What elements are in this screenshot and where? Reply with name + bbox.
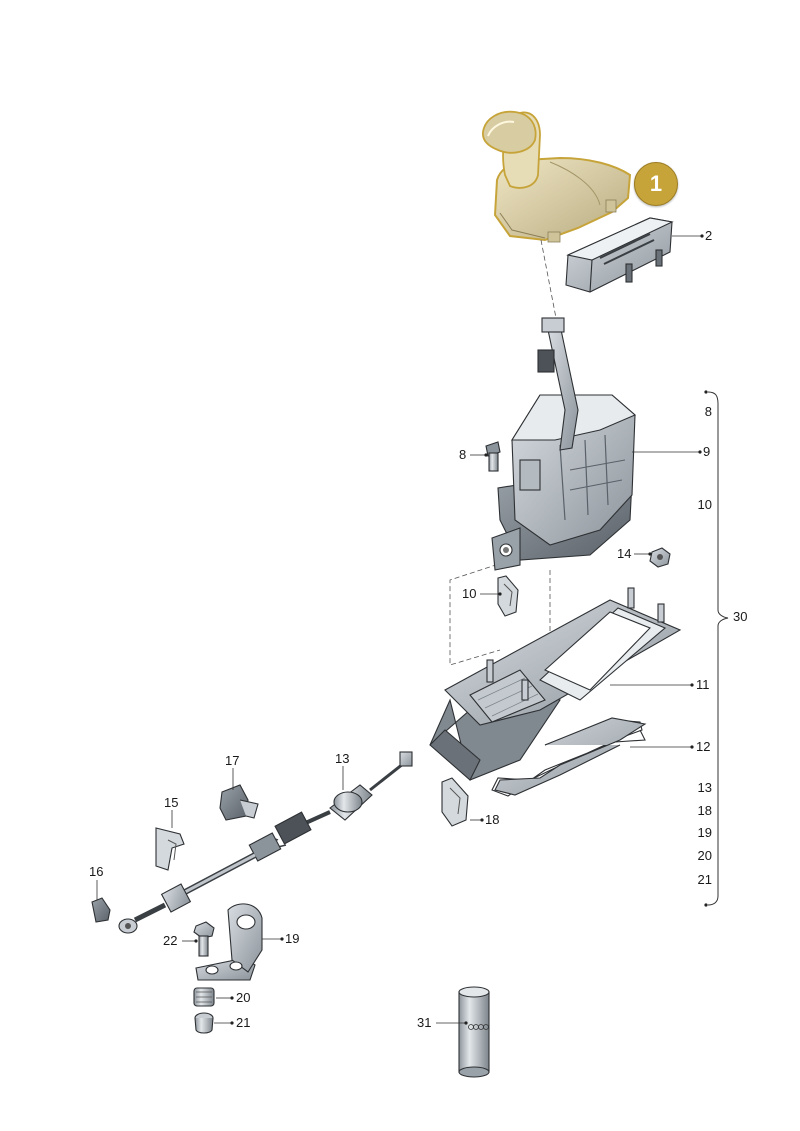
cable-clip-part xyxy=(441,777,469,827)
group-item: 8 xyxy=(704,404,712,419)
retaining-clip-part xyxy=(497,575,519,617)
cable-support-part xyxy=(219,784,259,821)
group-total-label[interactable]: 30 xyxy=(733,609,748,624)
group-item: 13 xyxy=(697,780,712,795)
callout-21[interactable]: 21 xyxy=(236,1015,251,1030)
callout-17[interactable]: 17 xyxy=(225,753,240,768)
group-item: 20 xyxy=(697,848,712,863)
lever-bracket-part xyxy=(195,903,263,981)
selector-lever-shaft xyxy=(537,317,579,451)
selector-display-panel-part xyxy=(565,217,674,293)
callout-14[interactable]: 14 xyxy=(617,546,632,561)
heat-shield-part xyxy=(491,717,647,797)
callout-8[interactable]: 8 xyxy=(459,447,467,462)
grease-tube-part xyxy=(458,986,490,1078)
callout-18[interactable]: 18 xyxy=(485,812,500,827)
nut-part xyxy=(649,547,671,568)
callout-9[interactable]: 9 xyxy=(703,444,711,459)
group-item: 10 xyxy=(697,497,712,512)
retainer-part xyxy=(91,897,111,923)
selector-cable-part xyxy=(118,751,413,934)
highlighted-part-badge[interactable]: 1 xyxy=(634,162,678,206)
hex-bolt-part xyxy=(193,921,215,957)
callout-16[interactable]: 16 xyxy=(89,864,104,879)
callout-13[interactable]: 13 xyxy=(335,751,350,766)
callout-19[interactable]: 19 xyxy=(285,931,300,946)
cap-part xyxy=(194,1012,214,1034)
bolt-part xyxy=(485,441,501,472)
gear-knob-boot-part xyxy=(482,110,632,243)
group-item: 19 xyxy=(697,825,712,840)
callout-20[interactable]: 20 xyxy=(236,990,251,1005)
callout-2[interactable]: 2 xyxy=(705,228,713,243)
callout-22[interactable]: 22 xyxy=(163,933,178,948)
locking-clip-part xyxy=(155,827,185,871)
group-item: 21 xyxy=(697,872,712,887)
lock-nut-part xyxy=(193,987,215,1007)
callout-11[interactable]: 11 xyxy=(696,677,710,692)
mounting-bracket-part xyxy=(429,587,682,781)
callout-12[interactable]: 12 xyxy=(696,739,711,754)
group-bracket xyxy=(704,390,729,907)
group-item: 18 xyxy=(697,803,712,818)
callout-31[interactable]: 31 xyxy=(417,1015,432,1030)
leader-lines xyxy=(96,234,704,1025)
callout-15[interactable]: 15 xyxy=(164,795,179,810)
callout-10[interactable]: 10 xyxy=(462,586,477,601)
